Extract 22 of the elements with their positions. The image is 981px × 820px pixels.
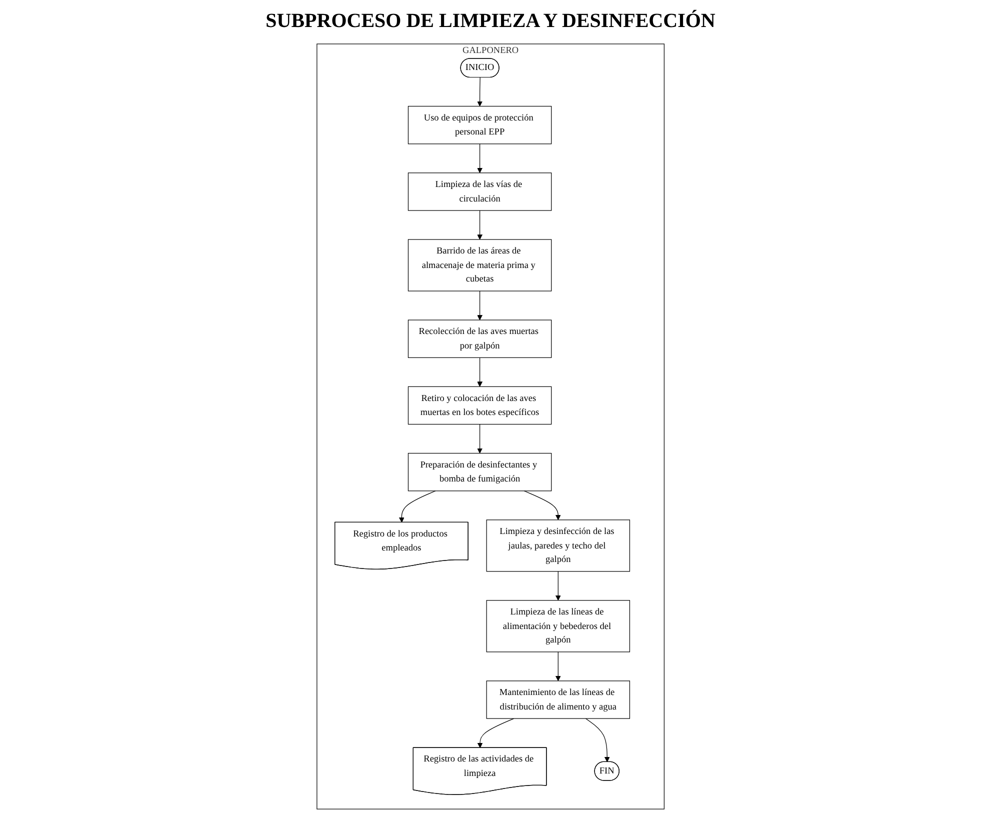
- arrow: [477, 77, 482, 106]
- node-box: Limpieza y desinfección de las jaulas, paredes y techo del galpón: [486, 520, 630, 572]
- arrow: [555, 571, 561, 601]
- node-box: Mantenimiento de las líneas de distribución de alimento y agua: [486, 680, 630, 719]
- arrow: [585, 718, 610, 762]
- node-box: Limpieza de las líneas de alimentación y bebederos del galpón: [486, 600, 630, 652]
- arrow: [524, 490, 561, 520]
- arrow: [477, 144, 482, 174]
- arrow: [555, 652, 561, 682]
- arrow: [477, 357, 482, 387]
- arrow: [398, 490, 436, 523]
- arrow: [477, 424, 482, 454]
- node-box: Recolección de las aves muertas por galpón: [408, 320, 552, 358]
- node-box: Preparación de desinfectantes y bomba de fumigación: [408, 452, 552, 492]
- node-box: Uso de equipos de protección personal EPP: [408, 106, 552, 144]
- node-box: Limpieza de las vías de circulación: [408, 172, 552, 211]
- arrow: [477, 290, 482, 320]
- diagram-title: SUBPROCESO DE LIMPIEZA Y DESINFECCIÓN: [266, 10, 716, 33]
- node-box: Retiro y colocación de las aves muertas en los botes específicos: [408, 386, 552, 425]
- arrow: [477, 210, 482, 240]
- node-box: Barrido de las áreas de almacenaje de materia prima y cubetas: [408, 239, 552, 292]
- arrow: [477, 718, 514, 748]
